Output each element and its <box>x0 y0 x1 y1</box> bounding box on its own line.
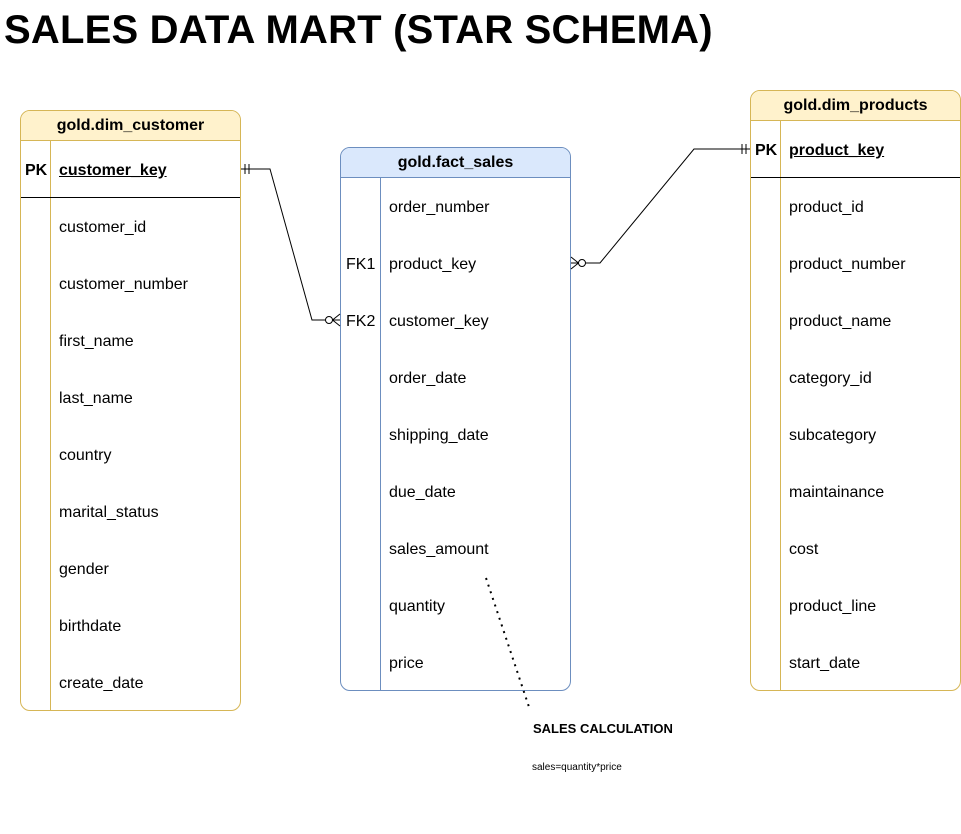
products-field[interactable]: product_id <box>789 199 864 216</box>
customer-field[interactable]: gender <box>59 561 109 578</box>
customer-field[interactable]: country <box>59 447 112 464</box>
fact-table-header[interactable]: gold.fact_sales <box>341 148 570 178</box>
fact-sales-table[interactable]: gold.fact_sales order_number FK1 product… <box>340 147 571 691</box>
products-pk-field[interactable]: product_key <box>789 142 885 159</box>
products-table[interactable]: gold.dim_products PK product_key product… <box>750 90 961 691</box>
fact-field[interactable]: product_key <box>389 256 477 273</box>
products-field[interactable]: subcategory <box>789 427 877 444</box>
fact-fk1-label: FK1 <box>346 256 376 273</box>
customer-field[interactable]: create_date <box>59 675 144 692</box>
sales-calculation-title: SALES CALCULATION <box>533 721 673 736</box>
customer-fact-relationship[interactable] <box>241 164 341 327</box>
products-field[interactable]: cost <box>789 541 819 558</box>
products-field[interactable]: product_number <box>789 256 906 273</box>
fact-field[interactable]: due_date <box>389 484 456 501</box>
customer-field[interactable]: first_name <box>59 333 134 350</box>
customer-field[interactable]: customer_id <box>59 219 147 236</box>
fact-field[interactable]: order_number <box>389 199 490 216</box>
products-pk-label: PK <box>755 142 778 159</box>
products-pk-separator <box>751 177 960 178</box>
page-title: SALES DATA MART (STAR SCHEMA) <box>4 8 713 52</box>
fact-fk2-label: FK2 <box>346 313 376 330</box>
fact-field[interactable]: quantity <box>389 598 446 615</box>
customer-table[interactable]: gold.dim_customer PK customer_key custom… <box>20 110 241 711</box>
customer-pk-field[interactable]: customer_key <box>59 162 167 179</box>
customer-table-header[interactable]: gold.dim_customer <box>21 111 240 141</box>
customer-field[interactable]: customer_number <box>59 276 188 293</box>
products-field[interactable]: category_id <box>789 370 872 387</box>
products-field[interactable]: start_date <box>789 655 861 672</box>
fact-field[interactable]: customer_key <box>389 313 489 330</box>
products-table-header[interactable]: gold.dim_products <box>751 91 960 121</box>
product-fact-relationship[interactable] <box>570 144 750 270</box>
note-connector <box>485 577 531 711</box>
fact-field[interactable]: price <box>389 655 424 672</box>
customer-field[interactable]: last_name <box>59 390 133 407</box>
fact-field[interactable]: shipping_date <box>389 427 489 444</box>
customer-pk-separator <box>21 197 240 198</box>
products-field[interactable]: product_line <box>789 598 877 615</box>
sales-calculation-formula: sales=quantity*price <box>532 762 622 773</box>
customer-pk-label: PK <box>25 162 48 179</box>
customer-field[interactable]: birthdate <box>59 618 122 635</box>
products-field[interactable]: product_name <box>789 313 892 330</box>
fact-field[interactable]: sales_amount <box>389 541 489 558</box>
fact-field[interactable]: order_date <box>389 370 467 387</box>
products-field[interactable]: maintainance <box>789 484 885 501</box>
customer-field[interactable]: marital_status <box>59 504 159 521</box>
